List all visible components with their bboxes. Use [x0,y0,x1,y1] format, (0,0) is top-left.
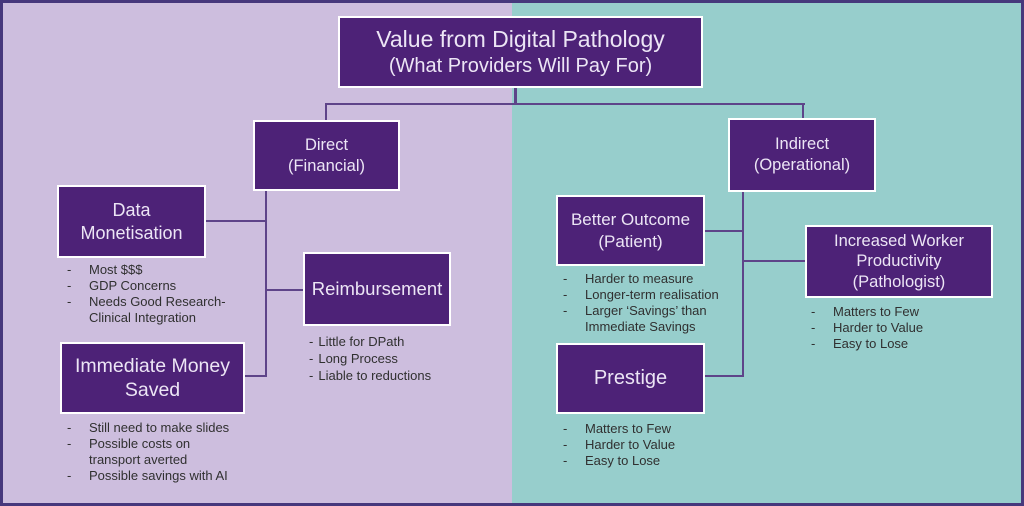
connector-better-outcome [705,230,742,232]
bullet-item-text: Liable to reductions [318,368,432,383]
bullet-item: - Harder to measure [559,271,754,287]
node-immediate-money-saved: Immediate Money Saved [60,342,245,414]
page-subtitle: (What Providers Will Pay For) [388,55,653,78]
bullet-item-text: Larger ‘Savings’ than Immediate Savings [585,303,707,334]
bullet-item-text: Longer-term realisation [585,287,719,302]
bullet-dash: - [67,294,72,309]
bullet-item-text: Harder to measure [585,271,694,286]
bullet-dash: - [309,368,314,383]
bullet-item: - Possible savings with AI [63,468,273,484]
bullet-item-text: Long Process [318,351,398,366]
bullet-list-prestige: - Matters to Few - Harder to Value - Easy to … [559,421,729,469]
bullet-item-text: Possible savings with AI [89,468,228,483]
node-prestige-label: Prestige [593,367,668,389]
node-prestige: Prestige [556,343,705,414]
bullet-item-text: Harder to Value [833,320,924,335]
bullet-item-text: Still need to make slides [89,420,230,435]
bullet-dash: - [563,287,568,302]
title-box: Value from Digital Pathology (What Provi… [338,16,703,88]
bullet-item: -Little for DPath [309,333,469,350]
bullet-item-text: Possible costs on transport averted [89,436,191,467]
node-increased-worker-productivity: Increased Worker Productivity (Pathologi… [805,225,993,298]
bullet-item: - Harder to Value [807,320,992,336]
node-reimbursement: Reimbursement [303,252,451,326]
node-increased-worker-productivity-label: Increased Worker Productivity (Pathologi… [834,231,964,291]
connector-main-horizontal [325,103,805,105]
bullet-item: - Longer-term realisation [559,287,754,303]
bullet-item-text: Most $$$ [89,262,143,277]
bullet-list-reimbursement: -Little for DPath-Long Process-Liable to… [309,333,469,384]
node-data-monetisation-label: Data Monetisation [80,200,183,243]
node-better-outcome-patient-label: Better Outcome (Patient) [570,210,691,251]
bullet-item-text: Matters to Few [585,421,671,436]
bullet-item-text: Little for DPath [318,334,405,349]
connector-reimbursement [265,289,303,291]
bullet-item: -Long Process [309,350,469,367]
bullet-item-text: Needs Good Research- Clinical Integratio… [89,294,226,325]
bullet-item: -Liable to reductions [309,367,469,384]
connector-right-trunk [742,192,744,377]
connector-drop-direct [325,103,327,121]
bullet-dash: - [309,351,314,366]
bullet-item-text: Matters to Few [833,304,919,319]
bullet-dash: - [811,336,816,351]
bullet-dash: - [67,436,72,451]
bullet-item: - Possible costs on transport averted [63,436,273,468]
connector-data-monetisation [206,220,265,222]
connector-immediate-money [245,375,267,377]
bullet-dash: - [563,453,568,468]
bullet-item-text: Easy to Lose [585,453,661,468]
bullet-item: - Still need to make slides [63,420,273,436]
node-immediate-money-saved-label: Immediate Money Saved [75,354,230,401]
bullet-dash: - [811,304,816,319]
bullet-item: - Needs Good Research- Clinical Integrati… [63,294,258,326]
bullet-list-immediate-money-saved: - Still need to make slides - Possible cost… [63,420,273,484]
page-title: Value from Digital Pathology [376,25,665,52]
bullet-item-text: Easy to Lose [833,336,909,351]
bullet-item: - GDP Concerns [63,278,258,294]
node-reimbursement-label: Reimbursement [311,278,443,300]
bullet-list-better-outcome: - Harder to measure - Longer-term realisati… [559,271,754,335]
bullet-dash: - [563,437,568,452]
node-data-monetisation: Data Monetisation [57,185,206,258]
connector-increased-worker [742,260,805,262]
bullet-item: - Most $$$ [63,262,258,278]
bullet-dash: - [67,262,72,277]
node-indirect-operational: Indirect (Operational) [728,118,876,192]
bullet-item-text: GDP Concerns [89,278,177,293]
bullet-dash: - [67,468,72,483]
bullet-item: - Matters to Few [559,421,729,437]
bullet-dash: - [563,303,568,318]
connector-title-stub [514,88,517,104]
bullet-list-increased-worker-productivity: - Matters to Few - Harder to Value - Easy to … [807,304,992,352]
bullet-item: - Easy to Lose [807,336,992,352]
bullet-dash: - [67,278,72,293]
bullet-item-text: Harder to Value [585,437,676,452]
bullet-item: - Larger ‘Savings’ than Immediate Savings [559,303,754,335]
bullet-item: - Harder to Value [559,437,729,453]
node-direct-financial: Direct (Financial) [253,120,400,191]
bullet-dash: - [811,320,816,335]
connector-drop-indirect [802,103,804,119]
bullet-dash: - [563,271,568,286]
connector-left-trunk [265,191,267,377]
node-better-outcome-patient: Better Outcome (Patient) [556,195,705,266]
bullet-dash: - [67,420,72,435]
connector-prestige [705,375,742,377]
bullet-dash: - [309,334,314,349]
bullet-dash: - [563,421,568,436]
bullet-item: - Matters to Few [807,304,992,320]
node-indirect-operational-label: Indirect (Operational) [753,135,851,174]
bullet-item: - Easy to Lose [559,453,729,469]
bullet-list-data-monetisation: - Most $$$ - GDP Concerns - Needs Good Resear… [63,262,258,326]
node-direct-financial-label: Direct (Financial) [287,135,366,175]
